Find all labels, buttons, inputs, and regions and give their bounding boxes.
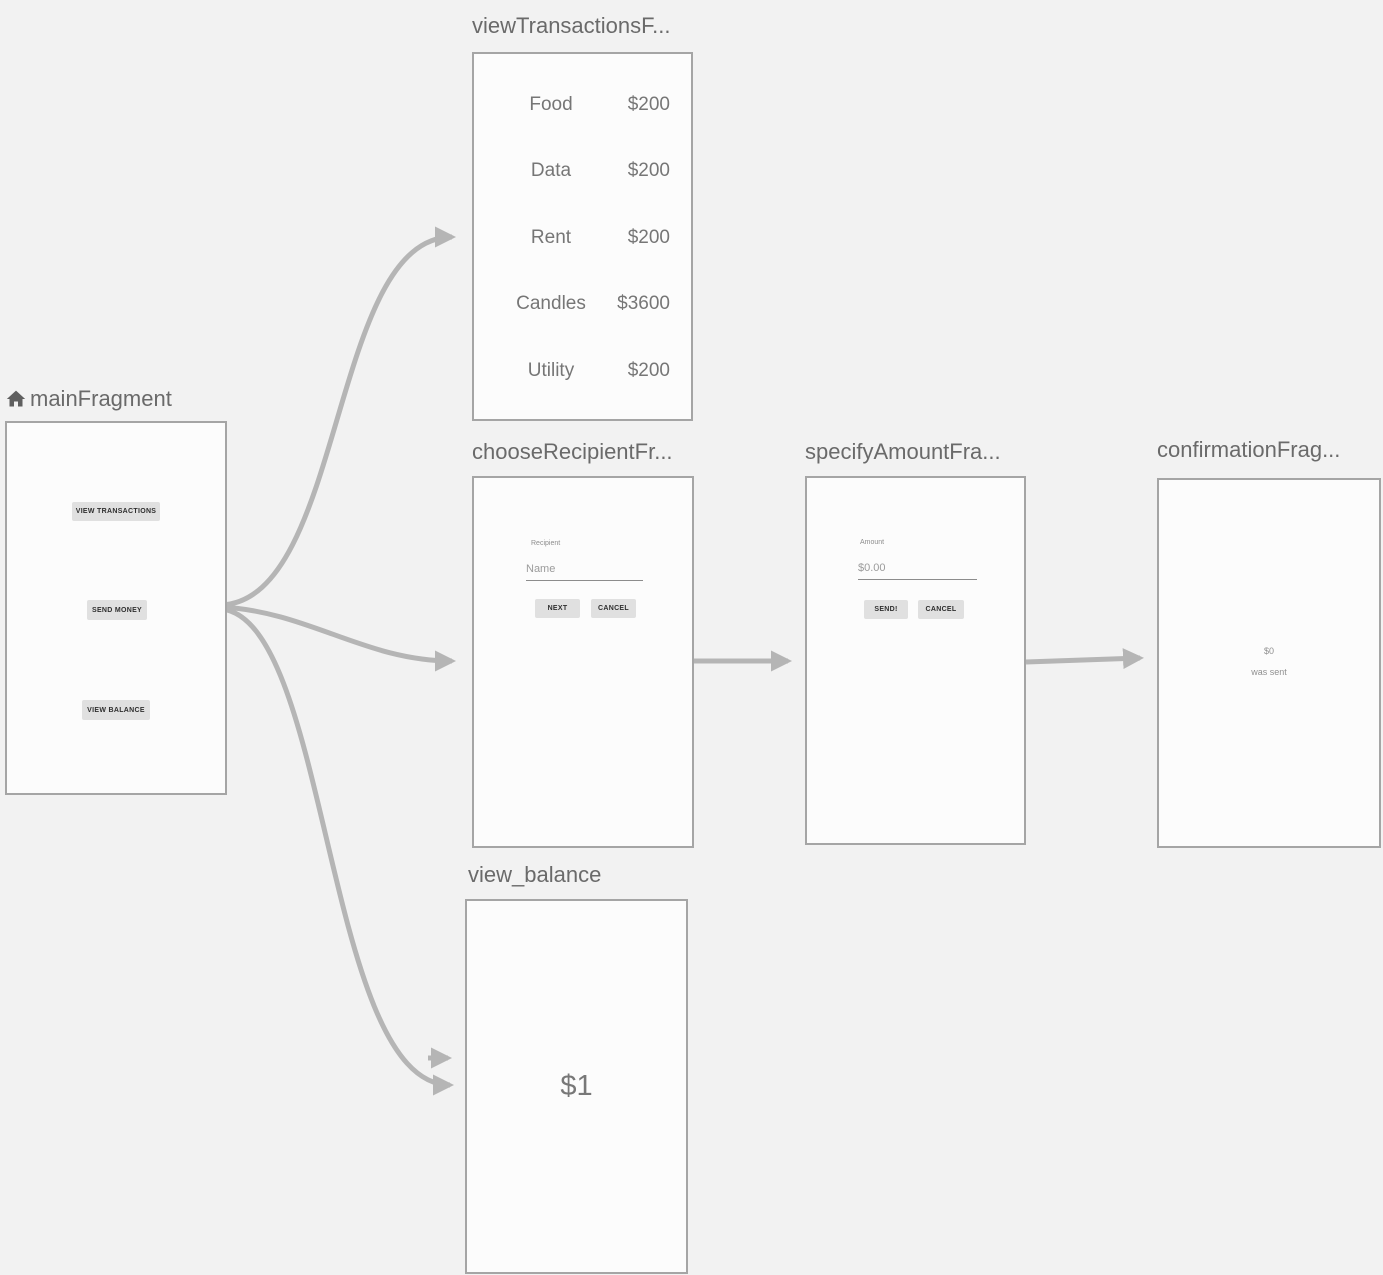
preview-input-underline [858, 579, 977, 580]
preview-confirmation-message: was sent [1251, 667, 1287, 677]
action-main-to-view-balance[interactable] [221, 606, 454, 1096]
fragment-card-main[interactable]: VIEW TRANSACTIONS SEND MONEY VIEW BALANC… [5, 421, 227, 795]
action-main-to-view-transactions[interactable] [221, 226, 456, 608]
transaction-name: Utility [527, 360, 575, 381]
preview-cancel-button: CANCEL [918, 600, 964, 619]
fragment-card-specify-amount[interactable]: Amount $0.00 SEND! CANCEL [805, 476, 1026, 845]
preview-next-button: NEXT [535, 599, 580, 618]
fragment-title-label: chooseRecipientFr... [472, 439, 673, 464]
fragment-title-specify-amount[interactable]: specifyAmountFra... [805, 439, 1001, 465]
preview-name-input: Name [526, 563, 556, 575]
fragment-title-label: mainFragment [30, 386, 172, 411]
action-specify-amount-to-confirmation[interactable] [1025, 648, 1144, 670]
fragment-title-confirmation[interactable]: confirmationFrag... [1157, 437, 1340, 463]
fragment-title-choose-recipient[interactable]: chooseRecipientFr... [472, 439, 673, 465]
transaction-amount: $200 [627, 160, 670, 181]
fragment-title-label: specifyAmountFra... [805, 439, 1001, 464]
fragment-title-main[interactable]: mainFragment [6, 386, 172, 412]
fragment-title-label: viewTransactionsF... [472, 13, 671, 38]
transaction-name: Rent [530, 227, 572, 248]
preview-balance-value: $1 [560, 1070, 593, 1102]
transaction-amount: $200 [627, 94, 670, 115]
preview-confirmation-amount: $0 [1263, 646, 1274, 656]
fragment-card-choose-recipient[interactable]: Recipient Name NEXT CANCEL [472, 476, 694, 848]
transaction-name: Data [530, 160, 572, 181]
transaction-amount: $200 [627, 227, 670, 248]
transaction-amount: $200 [627, 360, 670, 381]
transaction-name: Candles [516, 293, 586, 314]
preview-send-button: SEND! [864, 600, 908, 619]
fragment-card-view-balance[interactable]: $1 [465, 899, 688, 1274]
transaction-row: Candles $3600 [502, 293, 670, 315]
preview-input-underline [526, 580, 643, 581]
transaction-row: Utility $200 [502, 360, 670, 382]
fragment-title-label: confirmationFrag... [1157, 437, 1341, 462]
preview-recipient-label: Recipient [531, 540, 561, 547]
fragment-card-confirmation[interactable]: $0 was sent [1157, 478, 1381, 848]
transaction-row: Food $200 [502, 94, 670, 116]
preview-cancel-button: CANCEL [591, 599, 636, 618]
preview-send-money-button: SEND MONEY [87, 600, 147, 620]
preview-view-transactions-button: VIEW TRANSACTIONS [72, 502, 160, 521]
preview-amount-label: Amount [860, 539, 885, 546]
preview-view-balance-button: VIEW BALANCE [82, 700, 150, 720]
transaction-row: Data $200 [502, 160, 670, 182]
transaction-name: Food [529, 94, 573, 115]
transaction-amount: $3600 [617, 293, 670, 314]
fragment-title-view-transactions[interactable]: viewTransactionsF... [472, 13, 670, 39]
transaction-row: Rent $200 [502, 227, 670, 249]
action-main-to-choose-recipient[interactable] [221, 604, 456, 672]
preview-amount-input: $0.00 [858, 562, 886, 574]
home-icon [6, 390, 26, 407]
fragment-title-label: view_balance [468, 862, 602, 887]
fragment-title-view-balance[interactable]: view_balance [468, 862, 601, 888]
fragment-card-view-transactions[interactable]: Food $200 Data $200 Rent $200 Candles $3… [472, 52, 693, 421]
